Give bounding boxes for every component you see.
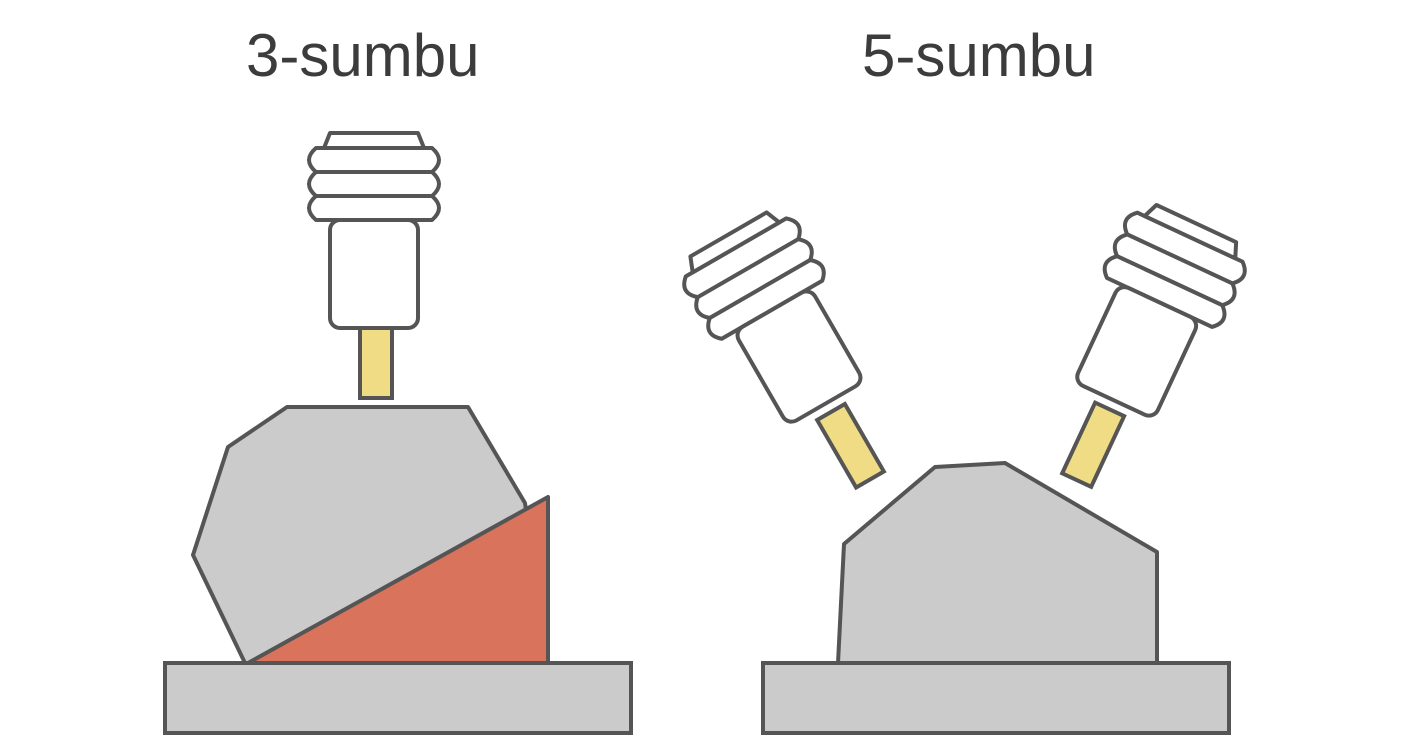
spindle-left [307, 131, 441, 330]
panel-5-axis [670, 194, 1258, 735]
tilted-spindle-left [670, 199, 887, 491]
fixture-wedge [246, 495, 550, 665]
base-plate-right [761, 661, 1231, 735]
label-3-axis: 3-sumbu [246, 22, 480, 89]
cutting-tool-right-b [1059, 399, 1127, 490]
base-plate-left [163, 661, 633, 735]
label-5-axis: 5-sumbu [862, 22, 1096, 89]
cutting-tool-left [358, 320, 394, 400]
workpiece-right [836, 461, 1159, 665]
panel-3-axis [163, 131, 633, 735]
cutting-tool-right-a [814, 401, 887, 491]
tilted-spindle-right [1052, 194, 1258, 490]
